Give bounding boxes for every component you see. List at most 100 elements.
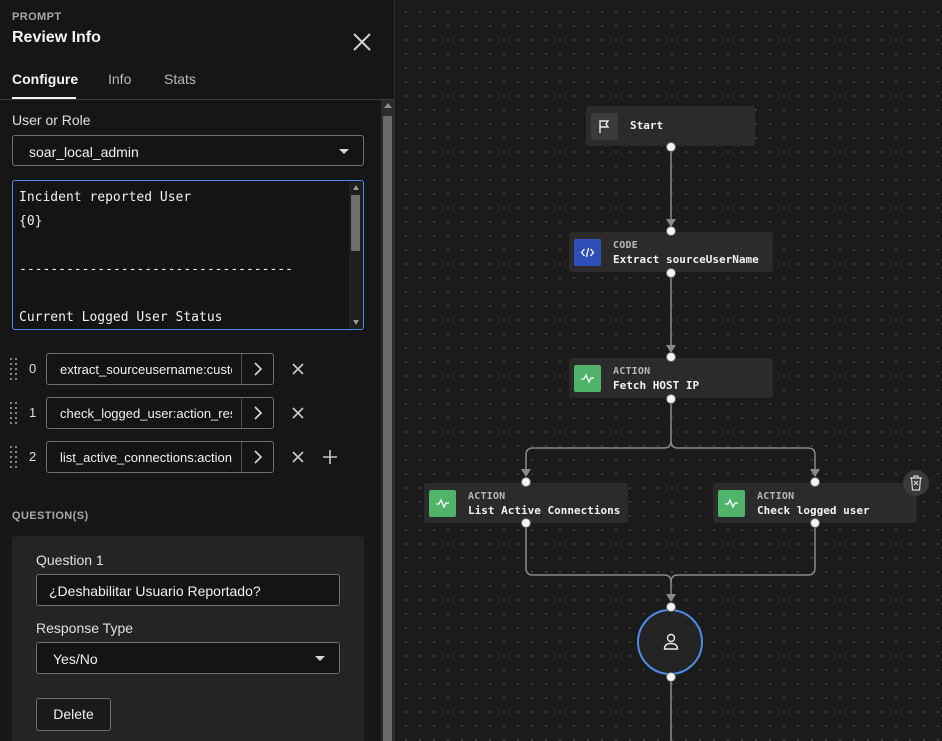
node-name: Start	[630, 119, 664, 132]
edge-fetch-list	[525, 399, 672, 476]
input-port[interactable]	[810, 477, 820, 487]
flag-icon	[591, 113, 618, 140]
parameter-index: 0	[29, 361, 37, 376]
node-name: Check logged user	[757, 504, 870, 517]
message-line: Incident reported User	[19, 190, 192, 205]
drag-handle-icon[interactable]	[10, 446, 20, 468]
activity-icon	[574, 365, 601, 392]
panel-tabs: Configure Info Stats	[0, 60, 394, 100]
message-line: Current Logged User Status	[19, 310, 223, 325]
activity-icon	[718, 490, 745, 517]
node-start[interactable]: Start	[586, 106, 755, 146]
parameter-row: 1 check_logged_user:action_result.data	[0, 397, 381, 429]
edge-layer	[521, 147, 820, 741]
node-kind: ACTION	[757, 491, 795, 502]
textarea-scroll-down-icon[interactable]	[353, 320, 359, 325]
output-port[interactable]	[666, 394, 676, 404]
prompt-message-textarea[interactable]: Incident reported User {0} -------------…	[12, 180, 364, 330]
response-type-select[interactable]: Yes/No	[36, 642, 340, 674]
caret-down-icon	[315, 656, 325, 661]
node-fetch-host-ip[interactable]: ACTION Fetch HOST IP	[569, 358, 773, 398]
close-icon	[292, 407, 304, 419]
user-role-label: User or Role	[12, 112, 91, 128]
input-port[interactable]	[666, 352, 676, 362]
delete-node-button[interactable]	[903, 470, 929, 496]
parameter-select[interactable]: list_active_connections:action_result.da…	[46, 441, 274, 473]
panel-scroll-thumb[interactable]	[383, 116, 392, 741]
chevron-right-icon	[241, 354, 273, 384]
textarea-scroll-up-icon[interactable]	[353, 185, 359, 190]
chevron-right-icon	[241, 442, 273, 472]
node-kind: ACTION	[468, 491, 506, 502]
edge-list-prompt	[525, 523, 672, 601]
remove-parameter-button[interactable]	[289, 448, 307, 466]
close-icon	[353, 33, 371, 51]
edge-fetch-check	[670, 440, 816, 476]
drag-handle-icon[interactable]	[10, 402, 20, 424]
node-kind: CODE	[613, 240, 638, 251]
remove-parameter-button[interactable]	[289, 360, 307, 378]
parameter-value: check_logged_user:action_result.data	[60, 406, 232, 421]
arrowhead-icon	[521, 469, 531, 477]
tab-stats[interactable]: Stats	[164, 71, 196, 87]
node-prompt-selected[interactable]	[637, 609, 703, 675]
code-icon	[574, 239, 601, 266]
parameter-row: 0 extract_sourceusername:custom_function…	[0, 353, 381, 385]
close-icon	[292, 363, 304, 375]
node-list-active-connections[interactable]: ACTION List Active Connections	[424, 483, 628, 523]
user-role-value: soar_local_admin	[29, 144, 139, 160]
active-tab-indicator	[12, 97, 76, 99]
trash-icon	[910, 475, 922, 491]
arrowhead-icon	[666, 594, 676, 602]
user-icon	[663, 633, 679, 650]
add-parameter-button[interactable]	[321, 448, 339, 466]
node-check-logged-user[interactable]: ACTION Check logged user	[713, 483, 917, 523]
output-port[interactable]	[666, 268, 676, 278]
input-port[interactable]	[521, 477, 531, 487]
parameter-select[interactable]: check_logged_user:action_result.data	[46, 397, 274, 429]
message-line: {0}	[19, 214, 43, 229]
arrowhead-icon	[666, 345, 676, 353]
node-kind: ACTION	[613, 366, 651, 377]
parameter-select[interactable]: extract_sourceusername:custom_function:s…	[46, 353, 274, 385]
input-port[interactable]	[666, 602, 676, 612]
output-port[interactable]	[521, 518, 531, 528]
parameter-value: list_active_connections:action_result.da…	[60, 450, 232, 465]
question-text-input[interactable]: ¿Deshabilitar Usuario Reportado?	[36, 574, 340, 606]
output-port[interactable]	[666, 142, 676, 152]
caret-down-icon	[339, 149, 349, 154]
arrowhead-icon	[810, 469, 820, 477]
parameter-index: 1	[29, 405, 37, 420]
arrowhead-icon	[666, 219, 676, 227]
questions-heading: QUESTION(S)	[12, 510, 89, 522]
input-port[interactable]	[666, 226, 676, 236]
panel-title: Review Info	[12, 29, 101, 46]
parameter-index: 2	[29, 449, 37, 464]
prompt-config-panel: PROMPT Review Info Configure Info Stats …	[0, 0, 395, 741]
question-title: Question 1	[36, 552, 104, 568]
tab-info[interactable]: Info	[108, 71, 132, 87]
scroll-up-arrow[interactable]	[384, 103, 392, 108]
node-name: Extract sourceUserName	[613, 253, 759, 266]
response-type-value: Yes/No	[53, 651, 98, 667]
output-port[interactable]	[810, 518, 820, 528]
node-name: Fetch HOST IP	[613, 379, 700, 392]
panel-eyebrow: PROMPT	[12, 11, 62, 23]
node-code[interactable]: CODE Extract sourceUserName	[569, 232, 773, 272]
close-button[interactable]	[350, 30, 374, 54]
textarea-scroll-thumb[interactable]	[351, 195, 360, 251]
tab-configure[interactable]: Configure	[12, 71, 79, 87]
output-port[interactable]	[666, 672, 676, 682]
delete-question-button[interactable]: Delete	[36, 698, 111, 731]
message-line: -----------------------------------	[19, 262, 293, 277]
drag-handle-icon[interactable]	[10, 358, 20, 380]
parameter-value: extract_sourceusername:custom_function:s…	[60, 362, 232, 377]
chevron-right-icon	[241, 398, 273, 428]
node-name: List Active Connections	[468, 504, 621, 517]
question-text-value: ¿Deshabilitar Usuario Reportado?	[49, 583, 261, 599]
remove-parameter-button[interactable]	[289, 404, 307, 422]
response-type-label: Response Type	[36, 620, 134, 636]
playbook-canvas[interactable]: Start CODE Extract sourceUserName ACTION…	[396, 0, 942, 741]
activity-icon	[429, 490, 456, 517]
user-role-select[interactable]: soar_local_admin	[12, 135, 364, 166]
